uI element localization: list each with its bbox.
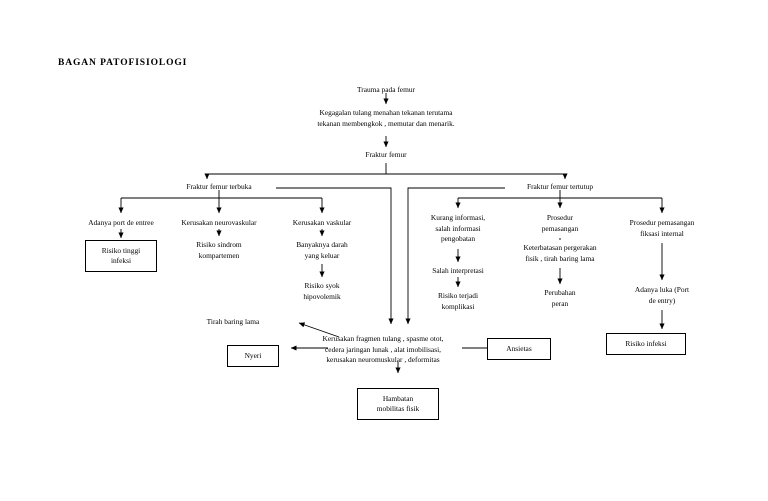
node-risiko-tinggi-infeksi: Risiko tinggi infeksi	[85, 240, 157, 272]
node-keterbatasan-pergerakan: Keterbatasan pergerakan fisik , tirah ba…	[523, 243, 597, 263]
node-risiko-syok-hipovolemik: Risiko syok hipovolemik	[303, 281, 341, 301]
node-risiko-sindrom-kompartemen: Risiko sindrom kompartemen	[196, 240, 242, 260]
node-ansietas: Ansietas	[487, 338, 551, 360]
node-adanya-luka: Adanya luka (Port de entry)	[634, 285, 690, 305]
node-kerusakan-vaskular: Kerusakan vaskular	[292, 218, 352, 227]
node-banyaknya-darah: Banyaknya darah yang keluar	[296, 240, 348, 260]
node-nyeri: Nyeri	[227, 345, 279, 367]
node-kegagalan: Kegagalan tulang menahan tekanan terutam…	[317, 108, 455, 128]
node-kerusakan-neurovaskular: Kerusakan neurovaskular	[181, 218, 257, 227]
node-trauma: Trauma pada femur	[356, 85, 415, 94]
page-title: BAGAN PATOFISIOLOGI	[58, 58, 188, 68]
node-salah-interpretasi: Salah interpretasi	[432, 266, 484, 275]
node-prosedur-pemasangan: Prosedur pemasangan	[541, 213, 579, 233]
node-fraktur-femur: Fraktur femur	[365, 150, 407, 159]
node-tirah-baring-lama: Tirah baring lama	[206, 317, 260, 326]
node-fraktur-terbuka: Fraktur femur terbuka	[186, 182, 252, 191]
node-perubahan-peran: Perubahan peran	[544, 288, 576, 308]
node-hambatan-mobilitas: Hambatan mobilitas fisik	[357, 388, 439, 420]
node-prosedur-fiksasi-internal: Prosedur pemasangan fiksasi internal	[629, 218, 695, 238]
node-kerusakan-fragmen: Kerusakan fragmen tulang , spasme otot, …	[322, 334, 444, 364]
node-kurang-informasi: Kurang informasi, salah informasi pengob…	[430, 213, 486, 243]
node-fraktur-tertutup: Fraktur femur tertutup	[526, 182, 594, 191]
node-risiko-infeksi: Risiko infeksi	[606, 333, 686, 355]
node-port-de-entree: Adanya port de entree	[88, 218, 154, 227]
node-risiko-terjadi-komplikasi: Risiko terjadi komplikasi	[437, 291, 479, 311]
